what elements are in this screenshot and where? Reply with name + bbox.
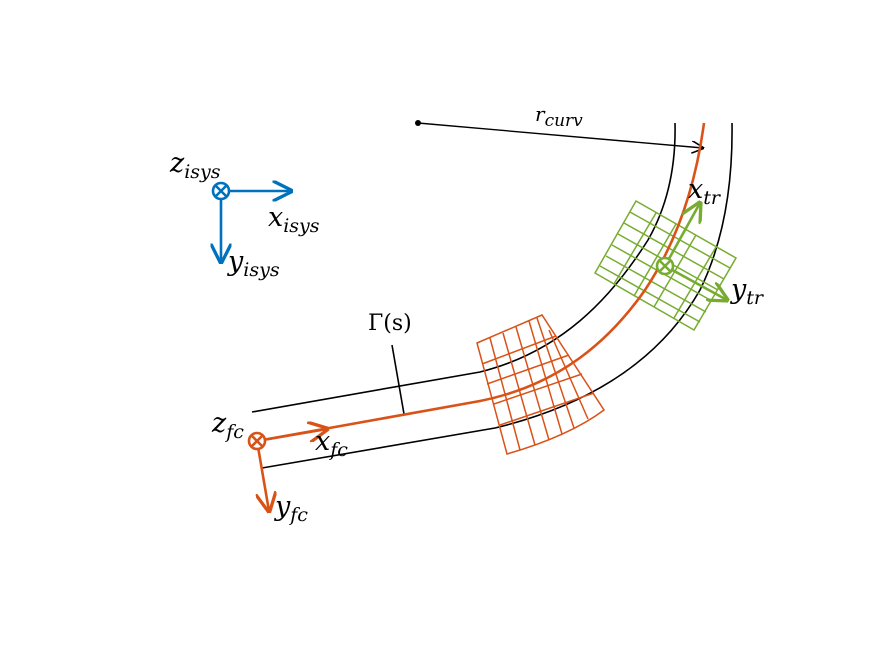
fc-grid-line xyxy=(486,354,570,385)
road-left-border xyxy=(251,122,676,413)
radius-arrow xyxy=(417,122,703,148)
tr-frame xyxy=(655,203,727,300)
gamma-pointer xyxy=(391,344,405,415)
tr-grid-line xyxy=(605,255,707,313)
y-fc-label: yfc xyxy=(274,491,308,526)
reference-curve-label: Γ(s) xyxy=(368,311,412,415)
z-fc-label: zfc xyxy=(211,408,244,443)
y-fc-arrow xyxy=(257,440,269,511)
fc-frame xyxy=(247,429,327,511)
z-isys-label: zisys xyxy=(169,148,221,183)
r-curv-label: rcurv xyxy=(535,102,583,131)
y-tr-arrow xyxy=(664,264,727,300)
fc-grid-line xyxy=(493,373,583,405)
gamma-label: Γ(s) xyxy=(368,311,412,336)
tr-grid-line xyxy=(599,265,701,323)
isys-frame xyxy=(213,183,291,262)
road-right-border xyxy=(261,122,733,469)
x-fc-arrow xyxy=(256,429,327,441)
fc-grid-line xyxy=(481,335,557,365)
into-page-cross-icon xyxy=(247,431,267,451)
fc-grid-outline xyxy=(476,314,606,455)
x-tr-label: xtr xyxy=(688,174,722,209)
tr-grid xyxy=(593,199,738,332)
fc-grid xyxy=(476,314,606,455)
fc-grid-line xyxy=(548,329,589,420)
curvature-radius: rcurv xyxy=(415,102,703,148)
tr-grid-line xyxy=(633,223,677,297)
fc-grid-line xyxy=(499,392,595,426)
reference-curve xyxy=(256,122,706,443)
x-isys-label: xisys xyxy=(268,202,320,237)
x-tr-arrow xyxy=(663,203,700,267)
into-page-cross-icon xyxy=(211,181,231,201)
x-fc-label: xfc xyxy=(315,426,348,461)
y-isys-label: yisys xyxy=(227,246,280,281)
tr-grid-line xyxy=(613,212,657,285)
into-page-cross-icon xyxy=(655,256,675,276)
road-borders xyxy=(251,122,733,469)
tr-grid-outline xyxy=(593,199,738,332)
y-tr-label: ytr xyxy=(730,274,765,309)
